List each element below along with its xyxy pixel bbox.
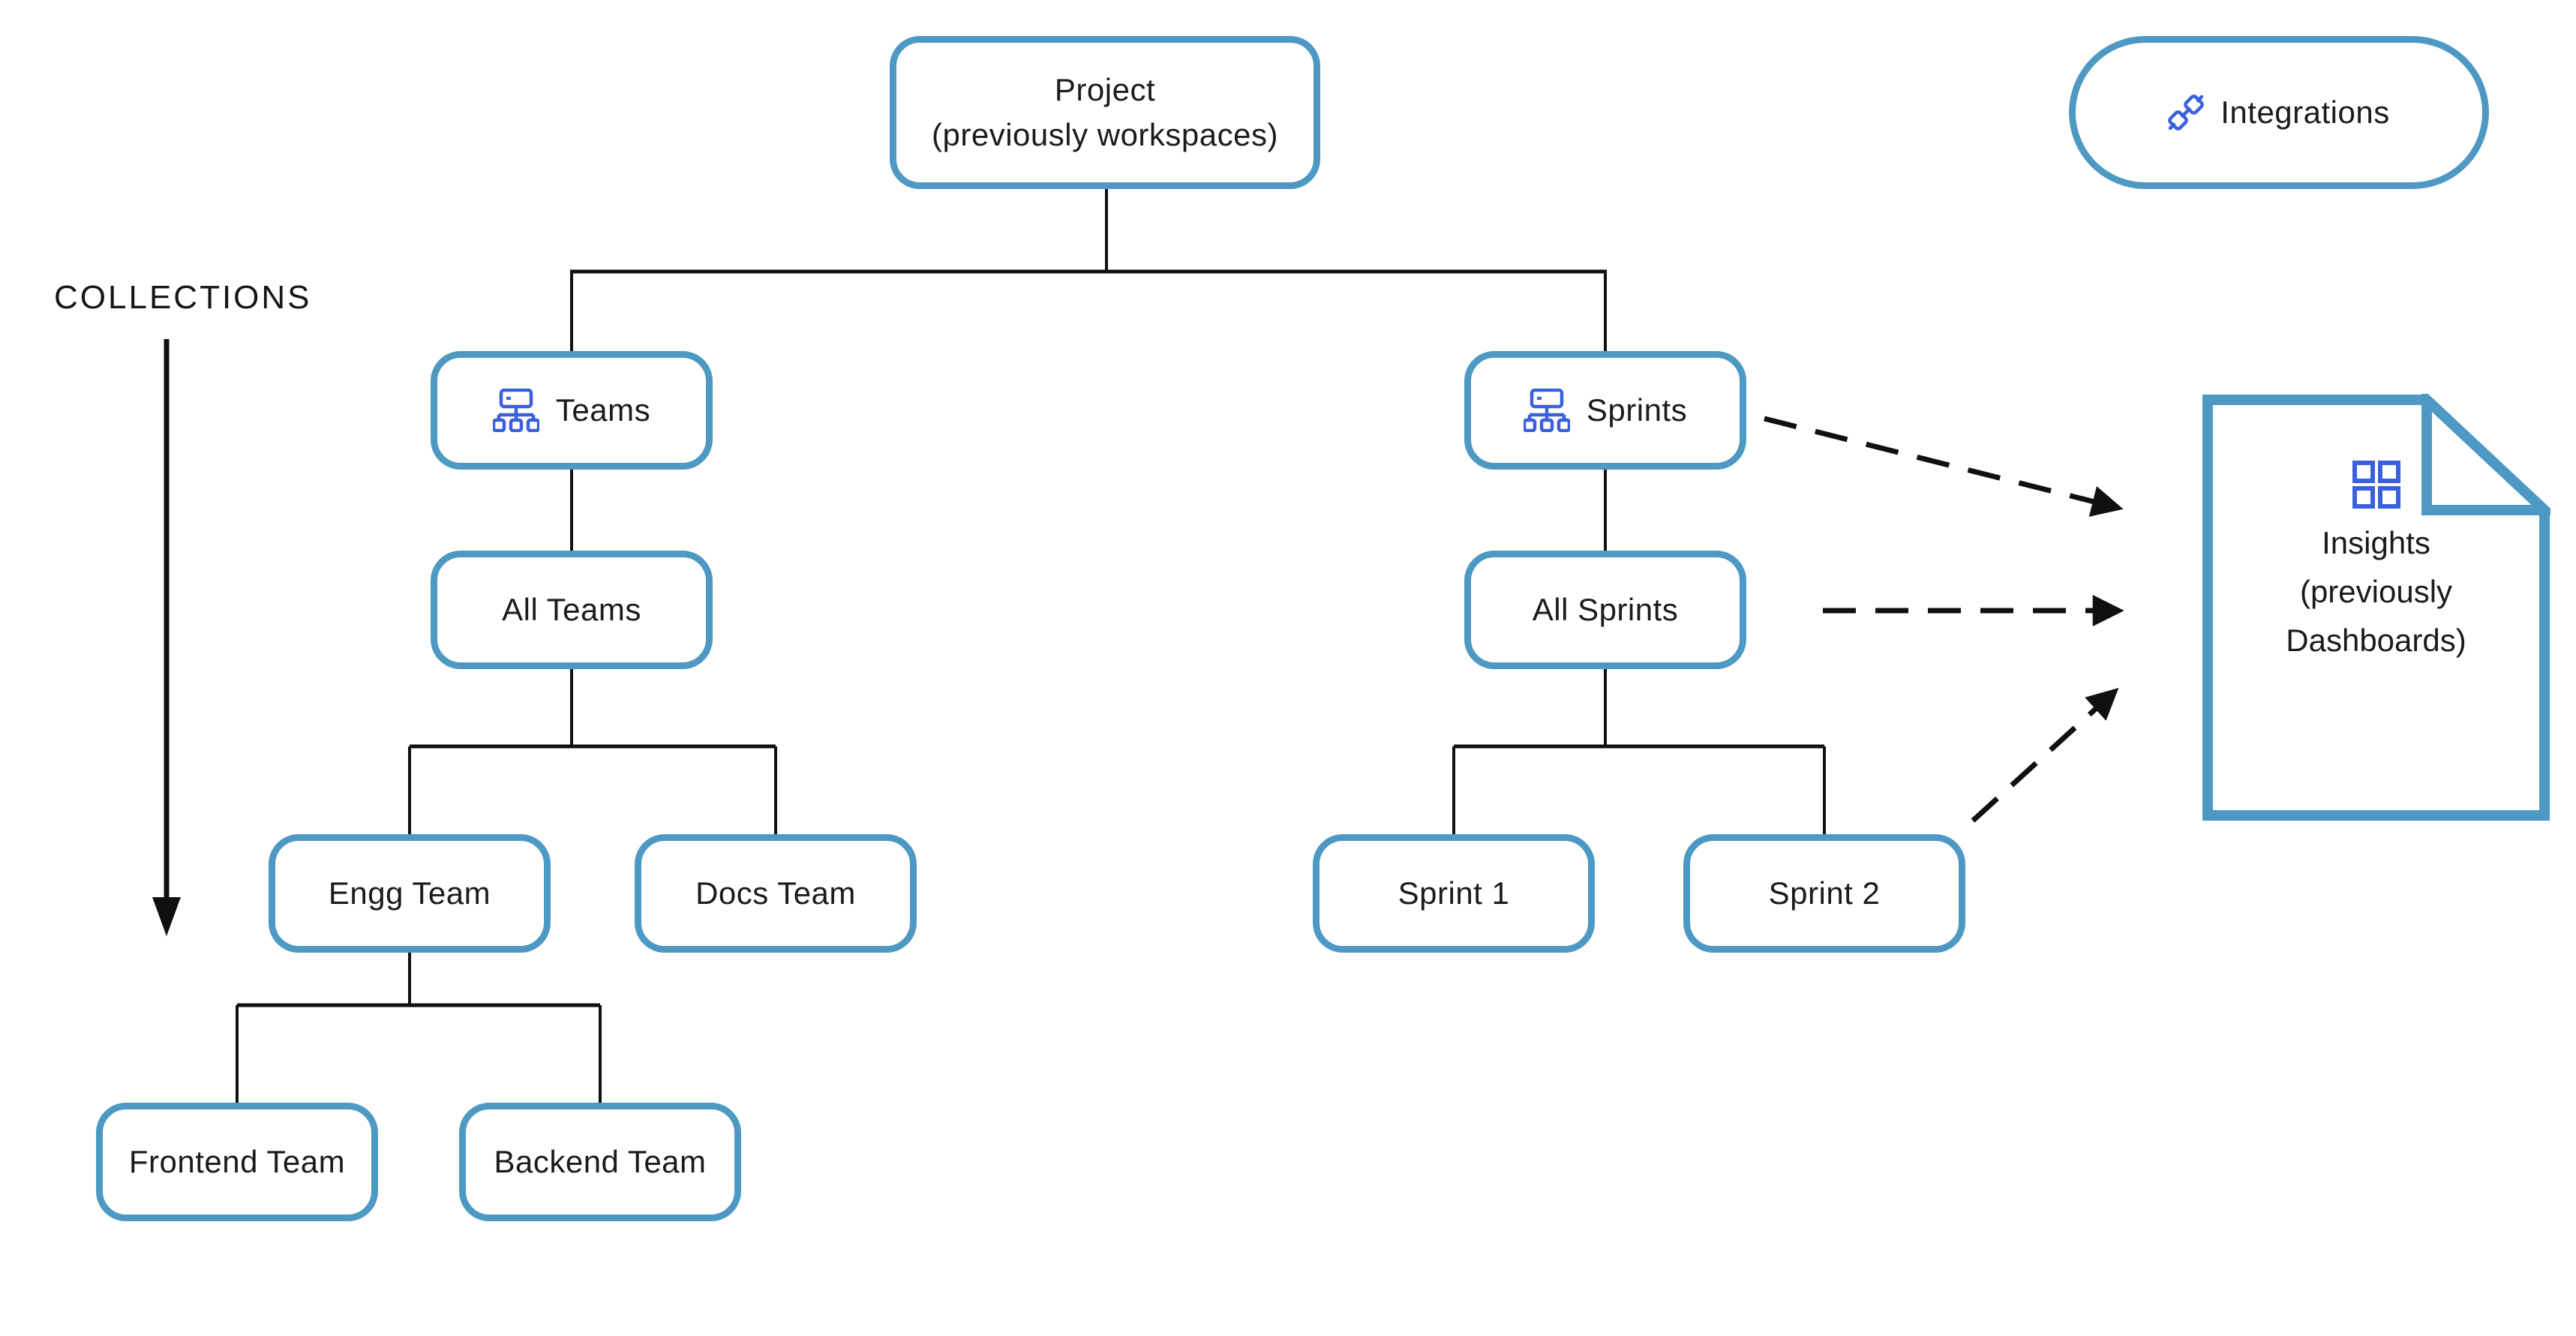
- all-teams-label: All Teams: [502, 592, 641, 627]
- org-chart-icon: [1523, 389, 1570, 432]
- sprint-2-label: Sprint 2: [1768, 875, 1881, 911]
- insights-label-line2: (previously: [2299, 574, 2453, 609]
- node-docs-team: Docs Team: [635, 834, 917, 953]
- collections-label: COLLECTIONS: [54, 279, 312, 316]
- integrations-plugin-icon: [2168, 95, 2205, 131]
- document-folded-corner-shape: [2202, 394, 2550, 821]
- node-all-sprints: All Sprints: [1464, 551, 1746, 669]
- all-sprints-label: All Sprints: [1532, 592, 1679, 627]
- node-integrations: Integrations: [2069, 36, 2489, 189]
- collections-arrow: [152, 339, 181, 936]
- engg-team-label: Engg Team: [328, 875, 491, 911]
- node-project: Project (previously workspaces): [890, 36, 1320, 189]
- node-sprints: Sprints: [1464, 351, 1746, 470]
- insights-label-line3: Dashboards): [2286, 623, 2466, 658]
- teams-label: Teams: [555, 392, 651, 428]
- node-sprint-1: Sprint 1: [1313, 834, 1595, 953]
- docs-team-label: Docs Team: [695, 875, 856, 911]
- node-all-teams: All Teams: [431, 551, 713, 669]
- node-frontend-team: Frontend Team: [96, 1103, 378, 1221]
- dashed-arrow-sprints-to-insights: [1764, 416, 2124, 517]
- backend-team-label: Backend Team: [494, 1144, 707, 1179]
- dashed-arrow-sprint2-to-insights: [1971, 687, 2119, 823]
- folded-corner-flap: [2421, 394, 2550, 515]
- insights-label-line1: Insights: [2322, 525, 2430, 560]
- integrations-label: Integrations: [2220, 95, 2390, 130]
- dashboard-grid-icon: [2352, 461, 2400, 509]
- tree-connectors: [236, 189, 1826, 1103]
- insights-dashed-arrows: [1764, 416, 2124, 823]
- node-teams: Teams: [431, 351, 713, 470]
- project-label-line2: (previously workspaces): [932, 117, 1278, 152]
- frontend-team-label: Frontend Team: [128, 1144, 346, 1179]
- sprints-label: Sprints: [1586, 392, 1688, 428]
- node-sprint-2: Sprint 2: [1683, 834, 1965, 953]
- collections-arrowhead-icon: [152, 897, 181, 936]
- org-chart-icon: [492, 389, 539, 432]
- node-insights-document: Insights (previously Dashboards): [2202, 394, 2550, 821]
- sprint-1-label: Sprint 1: [1398, 875, 1510, 911]
- node-engg-team: Engg Team: [269, 834, 551, 953]
- project-label-line1: Project: [1054, 72, 1156, 107]
- insights-label: Insights (previously Dashboards): [2202, 518, 2550, 665]
- node-backend-team: Backend Team: [459, 1103, 741, 1221]
